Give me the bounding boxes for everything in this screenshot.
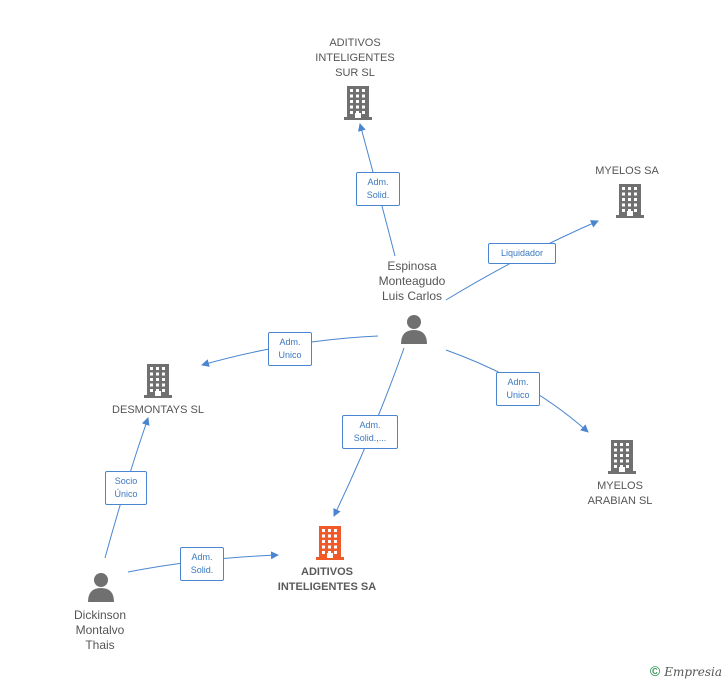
building-icon[interactable] bbox=[314, 526, 346, 560]
building-icon[interactable] bbox=[614, 184, 646, 218]
edge-label-adm-solid-aditivos[interactable]: Adm. Solid.,... bbox=[342, 415, 398, 449]
edge-label-adm-solid-dickinson[interactable]: Adm. Solid. bbox=[180, 547, 224, 581]
person-icon[interactable] bbox=[87, 572, 115, 602]
node-label-desmontays: DESMONTAYS SL bbox=[112, 404, 204, 416]
person-label-dickinson: Dickinson Montalvo Thais bbox=[73, 608, 127, 652]
node-label-myelos: MYELOS SA bbox=[595, 165, 659, 177]
footer-brand: ©Empresia bbox=[650, 663, 722, 679]
edge-label-adm-unico-desmontays[interactable]: Adm. Unico bbox=[268, 332, 312, 366]
edge-label-socio-unico[interactable]: Socio Único bbox=[105, 471, 147, 505]
building-icon[interactable] bbox=[142, 364, 174, 398]
node-label-aditivos-sur: ADITIVOS INTELIGENTES SUR SL bbox=[315, 37, 395, 79]
node-label-aditivos-inteligentes: ADITIVOS INTELIGENTES SA bbox=[277, 566, 377, 593]
edge-label-adm-solid-sur[interactable]: Adm. Solid. bbox=[356, 172, 400, 206]
brand-logo: Empresia bbox=[664, 665, 722, 679]
node-label-myelos-arabian: MYELOS ARABIAN SL bbox=[587, 480, 653, 507]
edge-label-liquidador[interactable]: Liquidador bbox=[488, 243, 556, 264]
edge-label-adm-unico-arabian[interactable]: Adm. Unico bbox=[496, 372, 540, 406]
copyright-icon: © bbox=[649, 663, 661, 679]
building-icon[interactable] bbox=[606, 440, 638, 474]
building-icon[interactable] bbox=[342, 86, 374, 120]
person-icon[interactable] bbox=[400, 314, 428, 344]
person-label-espinosa: Espinosa Monteagudo Luis Carlos bbox=[378, 259, 446, 303]
